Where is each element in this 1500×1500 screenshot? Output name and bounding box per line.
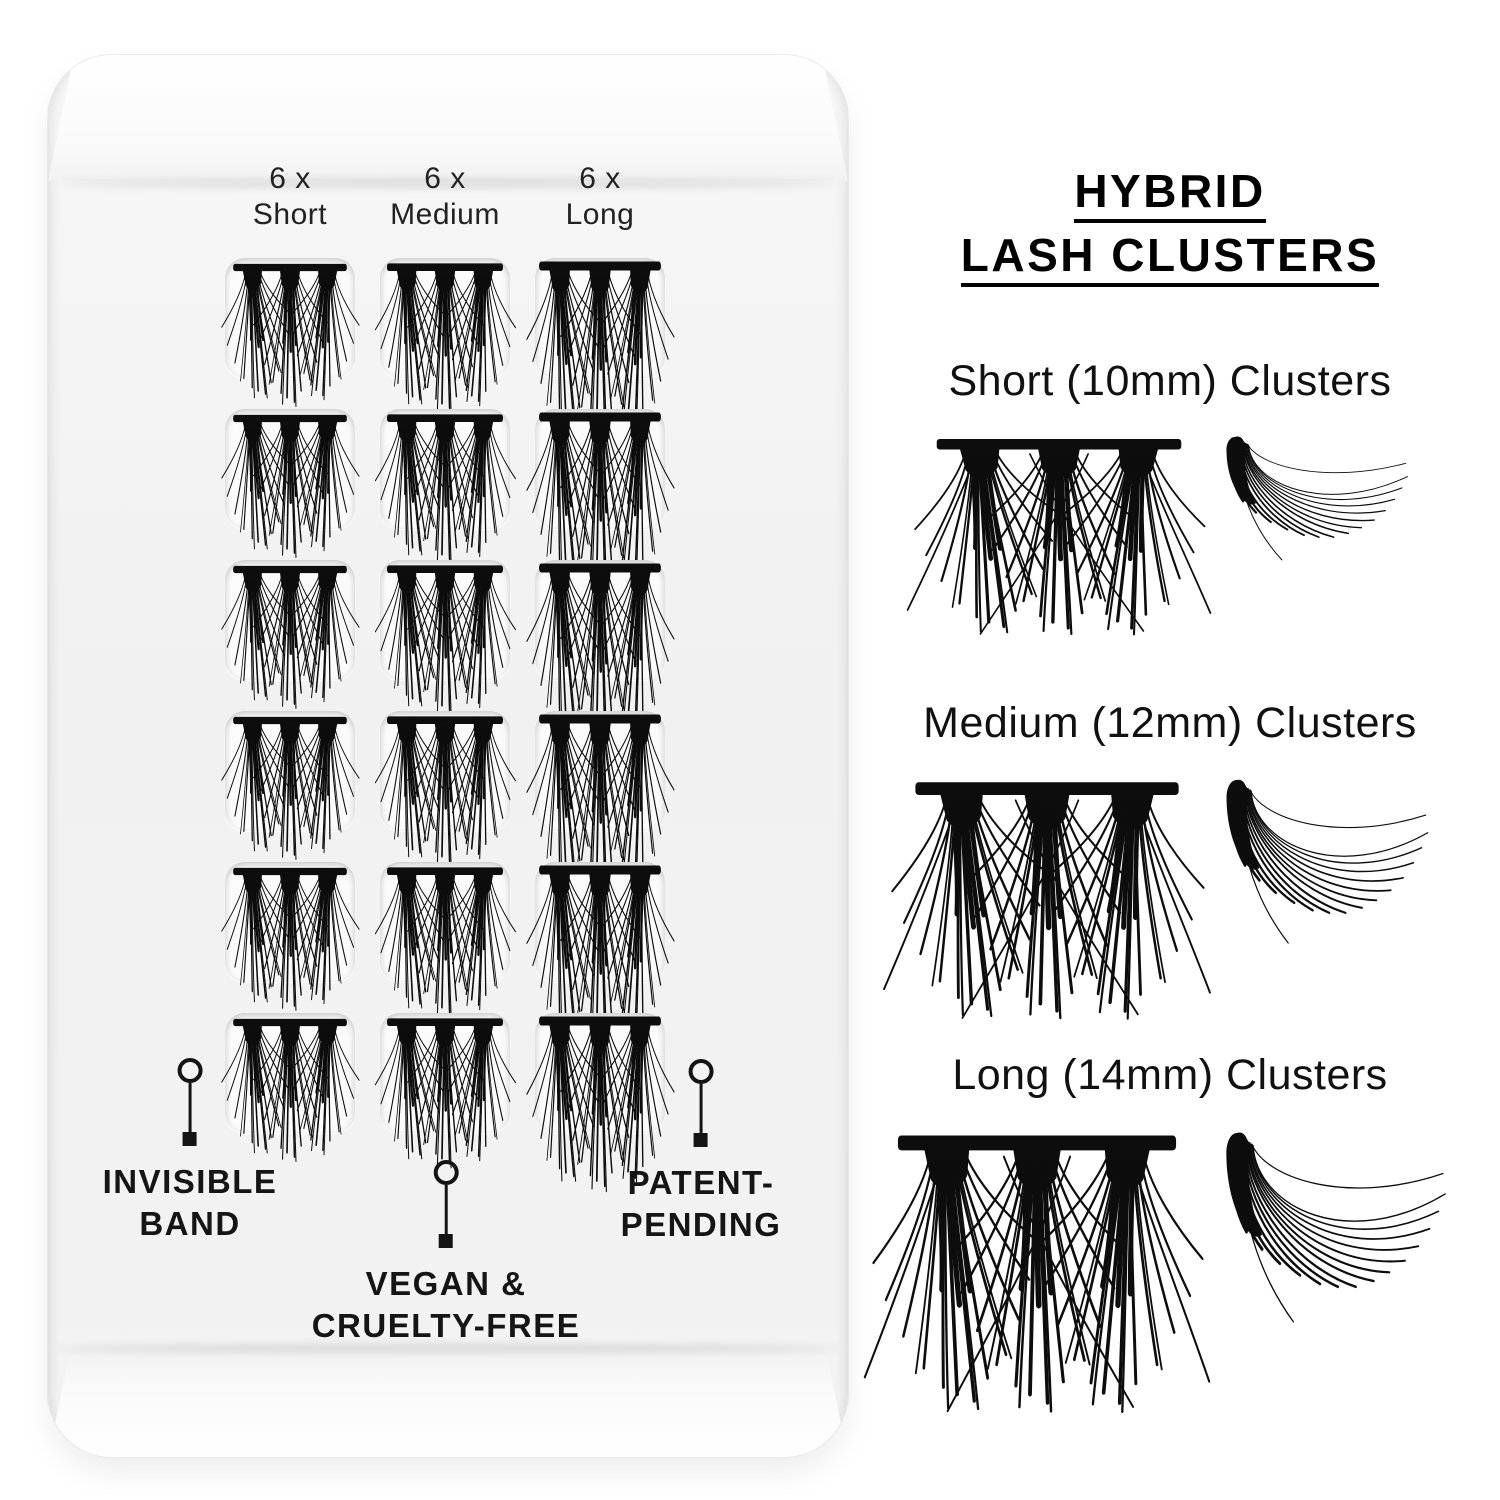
column-size: Long <box>565 198 635 231</box>
callout-label-line1: INVISIBLE <box>102 1163 278 1200</box>
section-figures <box>880 1127 1460 1445</box>
section-label: Long (14mm) Clusters <box>952 1051 1388 1099</box>
tray-cavity <box>535 862 665 982</box>
callout-label-line2: BAND <box>139 1205 241 1242</box>
tray-bottom-ridge <box>48 1351 848 1457</box>
callout-invisible-band: INVISIBLE BAND <box>103 1058 278 1245</box>
column-count: 6 x <box>269 162 311 195</box>
callout-line <box>444 1185 448 1234</box>
single-cluster-image <box>1224 1130 1448 1324</box>
tray-cavity <box>225 1013 355 1133</box>
tray-cavity <box>535 1013 665 1133</box>
tray-bottom-crease <box>58 1344 838 1353</box>
column-size: Medium <box>390 198 500 231</box>
tray-cavity <box>225 711 355 831</box>
tray-cavity <box>225 560 355 680</box>
tray-column-headers: 6 x Short 6 x Medium 6 x Long <box>225 161 665 233</box>
callout-square-icon <box>182 1132 197 1146</box>
single-cluster-image <box>1224 435 1409 562</box>
column-header-short: 6 x Short <box>225 161 355 233</box>
cluster-strip-image <box>906 775 1188 1047</box>
tray-cavity <box>380 862 510 982</box>
callout-circle-icon <box>177 1058 203 1083</box>
callout-label-line1: VEGAN & <box>365 1265 527 1302</box>
callout-label: VEGAN & CRUELTY-FREE <box>312 1263 581 1347</box>
tray-cavity <box>535 258 665 378</box>
single-cluster-image <box>1224 778 1430 945</box>
tray-cavity <box>535 560 665 680</box>
tray-cavity <box>225 409 355 529</box>
section-label: Medium (12mm) Clusters <box>923 699 1417 747</box>
column-count: 6 x <box>579 162 621 195</box>
tray-cavity <box>380 711 510 831</box>
column-header-long: 6 x Long <box>535 161 665 233</box>
callout-label: PATENT- PENDING <box>621 1162 782 1246</box>
tray-cavity <box>225 862 355 982</box>
cluster-strip-image <box>888 1127 1186 1445</box>
column-header-medium: 6 x Medium <box>380 161 510 233</box>
section-short-clusters: Short (10mm) Clusters <box>880 357 1460 658</box>
tray-cavity <box>380 258 510 378</box>
callout-label: INVISIBLE BAND <box>103 1161 278 1245</box>
callout-line <box>699 1084 703 1133</box>
column-size: Short <box>252 198 328 231</box>
section-long-clusters: Long (14mm) Clusters <box>880 1051 1460 1445</box>
tray-cavity <box>380 409 510 529</box>
tray-cavity <box>380 560 510 680</box>
panel-title-line2: LASH CLUSTERS <box>960 232 1380 287</box>
callout-vegan-cruelty-free: VEGAN & CRUELTY-FREE <box>312 1160 581 1347</box>
callout-circle-icon <box>433 1160 459 1185</box>
panel-title-line1: HYBRID <box>1074 168 1266 223</box>
lash-tray: 6 x Short 6 x Medium 6 x Long INVISIBLE … <box>48 55 848 1457</box>
tray-cavity <box>225 258 355 378</box>
tray-cavity <box>535 409 665 529</box>
tray-cavity <box>535 711 665 831</box>
callout-square-icon <box>693 1133 708 1147</box>
callout-line <box>188 1083 192 1132</box>
callout-label-line2: CRUELTY-FREE <box>311 1307 581 1344</box>
tray-cavity <box>380 1013 510 1133</box>
cluster-strip-image <box>928 433 1190 658</box>
lash-grid <box>225 258 665 1133</box>
tray-top-crease <box>58 179 838 188</box>
section-figures <box>880 433 1460 658</box>
section-medium-clusters: Medium (12mm) Clusters <box>880 699 1460 1047</box>
section-label: Short (10mm) Clusters <box>948 357 1392 405</box>
tray-top-ridge <box>48 55 848 181</box>
callout-square-icon <box>439 1234 453 1248</box>
callout-circle-icon <box>688 1059 714 1084</box>
column-count: 6 x <box>424 162 466 195</box>
callout-label-line2: PENDING <box>620 1206 782 1243</box>
section-figures <box>880 775 1460 1047</box>
panel-title: HYBRID LASH CLUSTERS <box>880 168 1460 287</box>
callout-patent-pending: PATENT- PENDING <box>621 1059 782 1246</box>
callout-label-line1: PATENT- <box>627 1164 775 1201</box>
